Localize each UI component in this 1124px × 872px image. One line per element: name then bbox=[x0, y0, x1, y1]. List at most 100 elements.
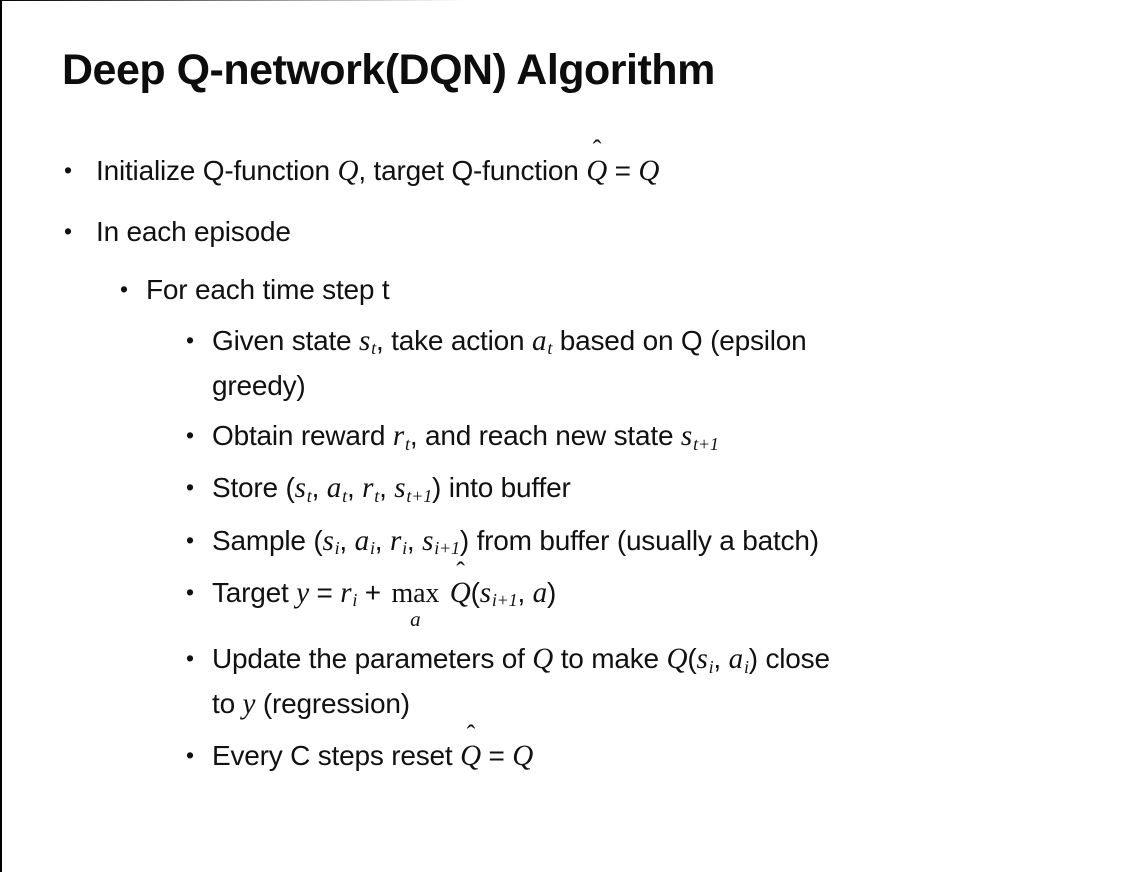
bullet-marker: • bbox=[186, 645, 194, 672]
math-variable-subscripted: si+1 bbox=[479, 576, 518, 611]
text-run: , bbox=[406, 524, 423, 556]
bullet-item: • Obtain reward rt, and reach new state s… bbox=[2, 414, 1124, 459]
bullet-content: Obtain reward rt, and reach new state st… bbox=[212, 414, 1124, 459]
math-variable-subscripted: st+1 bbox=[394, 472, 433, 506]
max-under-variable: a bbox=[410, 607, 421, 632]
math-variable: Q bbox=[532, 643, 554, 676]
text-run: Obtain reward bbox=[212, 420, 393, 452]
math-subscript: t+1 bbox=[406, 485, 433, 506]
text-run: (regression) bbox=[255, 688, 410, 720]
math-subscript: i bbox=[352, 590, 358, 611]
text-run bbox=[442, 577, 450, 608]
text-run: ( bbox=[470, 576, 480, 608]
bullet-content: Given state st, take action at based on … bbox=[212, 319, 1124, 408]
bullet-marker: • bbox=[120, 276, 128, 303]
hat-accent: ˆ bbox=[456, 556, 465, 586]
math-variable: y bbox=[242, 688, 256, 721]
bullet-line: Given state st, take action at based on … bbox=[212, 319, 1124, 364]
math-variable-subscripted: ri bbox=[340, 576, 358, 611]
text-run: = bbox=[480, 740, 513, 772]
hat-accent: ˆ bbox=[466, 720, 476, 750]
bullet-content: Store (st, at, rt, st+1) into buffer bbox=[212, 466, 1124, 511]
math-variable-subscripted: rt bbox=[362, 472, 380, 506]
bullet-line: Sample (si, ai, ri, si+1) from buffer (u… bbox=[212, 519, 1124, 564]
text-run: For each time step t bbox=[146, 274, 390, 306]
text-run: , bbox=[713, 643, 729, 675]
math-base: Q bbox=[460, 740, 481, 773]
math-variable: Q bbox=[337, 155, 359, 188]
bullet-marker: • bbox=[186, 422, 194, 449]
bullet-line: greedy) bbox=[212, 364, 1124, 407]
text-run: ( bbox=[687, 643, 697, 675]
bullet-item: • Store (st, at, rt, st+1) into buffer bbox=[2, 466, 1124, 511]
text-run: + bbox=[357, 576, 389, 608]
text-run: = bbox=[308, 576, 341, 608]
math-subscript: i+1 bbox=[491, 590, 518, 611]
hat-accent: ˆ bbox=[592, 135, 602, 165]
math-variable: Q bbox=[666, 643, 688, 676]
math-variable-subscripted: st bbox=[294, 472, 312, 506]
bullet-content: Initialize Q-function Q, target Q-functi… bbox=[96, 137, 1124, 194]
math-variable: Q bbox=[512, 740, 534, 773]
math-variable-subscripted: st bbox=[359, 324, 376, 359]
bullet-marker: • bbox=[186, 326, 194, 353]
math-subscript: t bbox=[374, 485, 380, 506]
math-variable-subscripted: ai bbox=[354, 524, 375, 559]
math-subscript: i bbox=[708, 656, 714, 677]
bullet-line: Obtain reward rt, and reach new state st… bbox=[212, 414, 1124, 459]
math-subscript: i bbox=[369, 538, 375, 559]
text-run: greedy) bbox=[212, 369, 306, 401]
bullet-line: For each time step t bbox=[146, 268, 1124, 311]
math-variable-subscripted: at bbox=[326, 472, 347, 506]
text-run: ) close bbox=[748, 643, 830, 675]
slide-top-border bbox=[2, 0, 620, 1]
text-run: to bbox=[212, 688, 243, 720]
math-variable: Q bbox=[638, 155, 660, 188]
math-subscript: i bbox=[402, 538, 407, 559]
text-run: , bbox=[339, 524, 355, 556]
text-run: , bbox=[311, 472, 327, 504]
text-run: Given state bbox=[212, 324, 360, 356]
math-subscript: t+1 bbox=[693, 433, 719, 454]
math-variable-subscripted: si bbox=[322, 524, 340, 559]
bullet-line: Initialize Q-function Q, target Q-functi… bbox=[96, 137, 1124, 194]
bullet-line: Update the parameters of Q to make Q(si,… bbox=[212, 637, 1124, 682]
text-run: , bbox=[379, 472, 395, 504]
text-run: based on Q (epsilon bbox=[552, 324, 807, 356]
text-run: , bbox=[517, 576, 533, 608]
math-subscript: i bbox=[334, 538, 340, 559]
bullet-line: In each episode bbox=[96, 210, 1124, 253]
text-run: = bbox=[607, 155, 639, 187]
text-run: , bbox=[346, 472, 363, 504]
bullet-item: • For each time step t bbox=[2, 268, 1124, 312]
bullet-item: •Initialize Q-function Q, target Q-funct… bbox=[2, 137, 1124, 194]
text-run: In each episode bbox=[96, 215, 291, 247]
text-run: Sample ( bbox=[212, 524, 323, 556]
text-run: Target bbox=[212, 576, 297, 608]
math-subscript: t bbox=[306, 485, 312, 506]
math-subscript: t bbox=[371, 338, 376, 359]
text-run: Update the parameters of bbox=[212, 643, 533, 675]
bullet-marker: • bbox=[186, 474, 194, 501]
bullet-marker: • bbox=[186, 526, 194, 553]
text-run: , and reach new state bbox=[409, 420, 681, 452]
text-run: ) into buffer bbox=[432, 472, 571, 504]
text-run: , take action bbox=[375, 324, 532, 356]
text-run: Initialize Q-function bbox=[96, 155, 338, 187]
math-variable-subscripted: ri bbox=[389, 524, 407, 559]
bullet-line: Store (st, at, rt, st+1) into buffer bbox=[212, 466, 1124, 511]
text-run: Store ( bbox=[212, 472, 295, 504]
math-variable-subscripted: si bbox=[696, 643, 714, 677]
math-base: Q bbox=[586, 155, 608, 188]
text-run: , target Q-function bbox=[358, 155, 587, 187]
math-subscript: t bbox=[547, 338, 553, 359]
